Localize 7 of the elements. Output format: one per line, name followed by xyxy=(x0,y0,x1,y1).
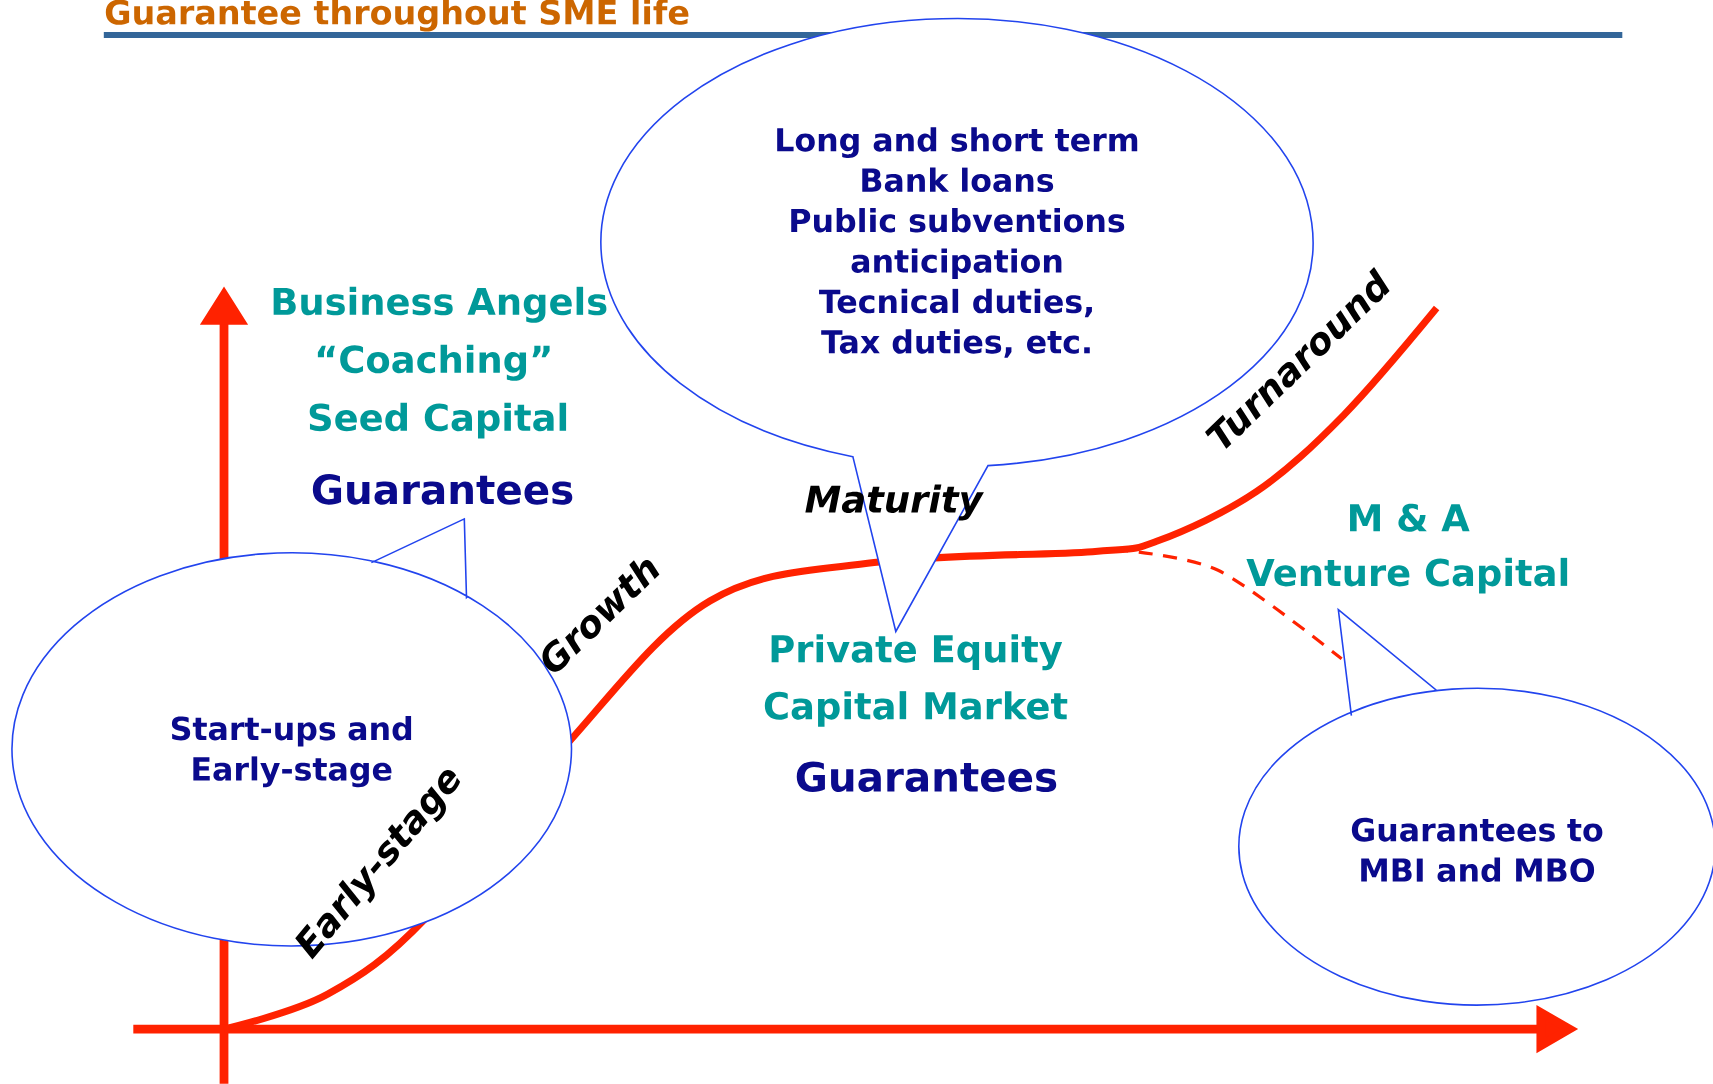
guarantees-label: Guarantees xyxy=(312,474,573,505)
financing-label: Seed Capital xyxy=(309,402,567,439)
speech-bubble: Guarantees to MBI and MBO xyxy=(1238,608,1713,1006)
guarantees-label: Guarantees xyxy=(796,761,1057,792)
financing-label: “Coaching” xyxy=(317,344,550,381)
financing-label: Capital Market xyxy=(764,691,1068,727)
financing-label: M & A xyxy=(1350,503,1470,532)
